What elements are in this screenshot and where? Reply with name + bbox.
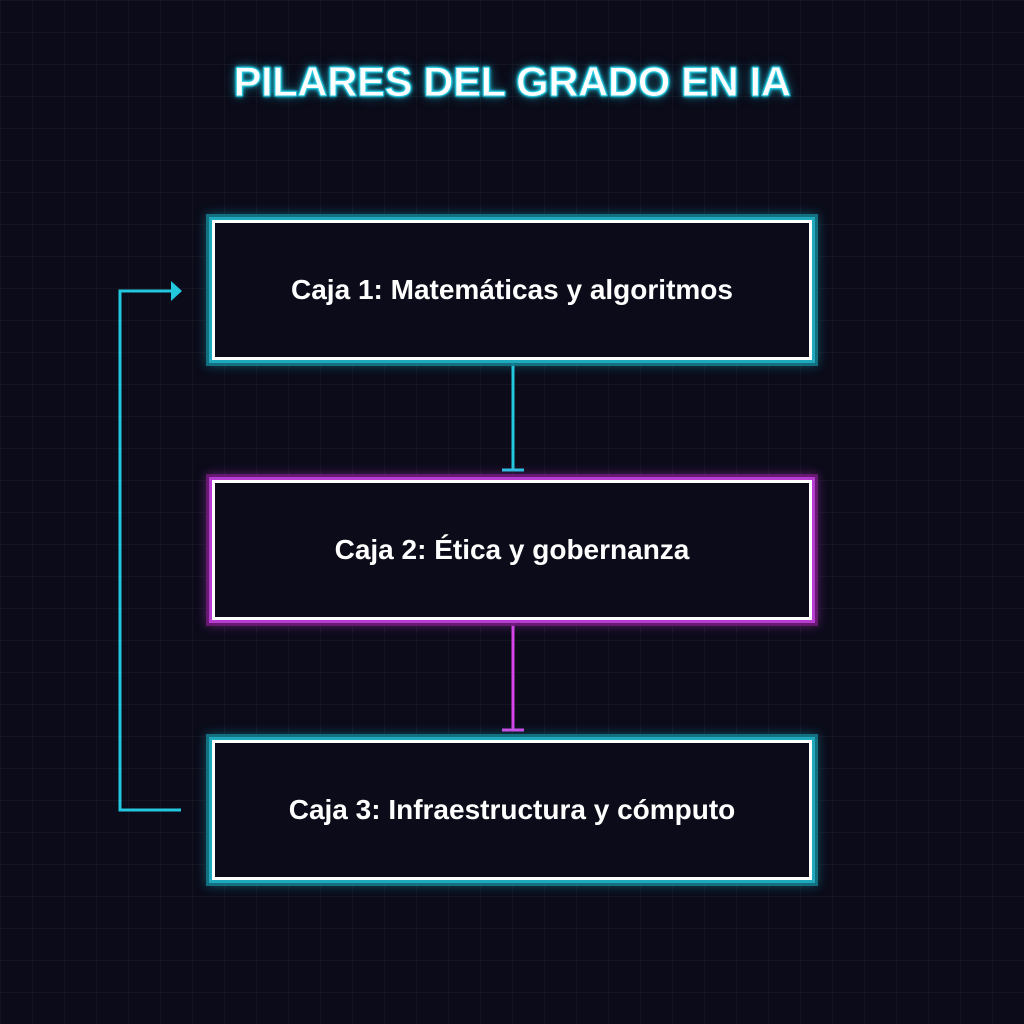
arrowhead-icon: [171, 281, 182, 301]
box-label: Caja 2: Ética y gobernanza: [334, 534, 690, 565]
connector-box1-to-box2: [502, 362, 524, 472]
box-label: Caja 1: Matemáticas y algoritmos: [291, 274, 733, 305]
diagram-title: PILARES DEL GRADO EN IA: [233, 58, 792, 106]
connector-box3-to-box1-loop: [118, 281, 182, 812]
box-label: Caja 3: Infraestructura y cómputo: [288, 794, 736, 825]
box-etica-gobernanza: Caja 2: Ética y gobernanza: [212, 480, 812, 620]
connector-box2-to-box3: [502, 622, 524, 732]
box-infraestructura-computo: Caja 3: Infraestructura y cómputo: [212, 740, 812, 880]
connector-loop-line: [118, 289, 181, 812]
box-matematicas-algoritmos: Caja 1: Matemáticas y algoritmos: [212, 220, 812, 360]
